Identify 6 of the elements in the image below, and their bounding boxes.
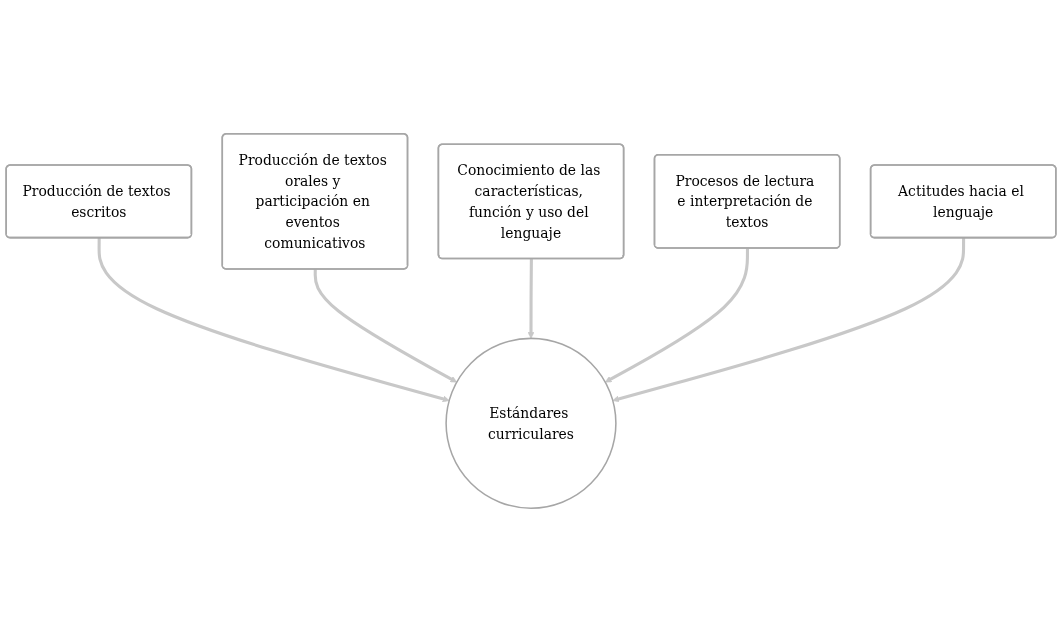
arrow <box>604 248 750 383</box>
arrow <box>612 238 966 403</box>
arrow <box>527 258 535 339</box>
arrow <box>97 238 450 403</box>
node-circle: Estándares curriculares <box>445 337 617 509</box>
arrow <box>313 269 458 383</box>
